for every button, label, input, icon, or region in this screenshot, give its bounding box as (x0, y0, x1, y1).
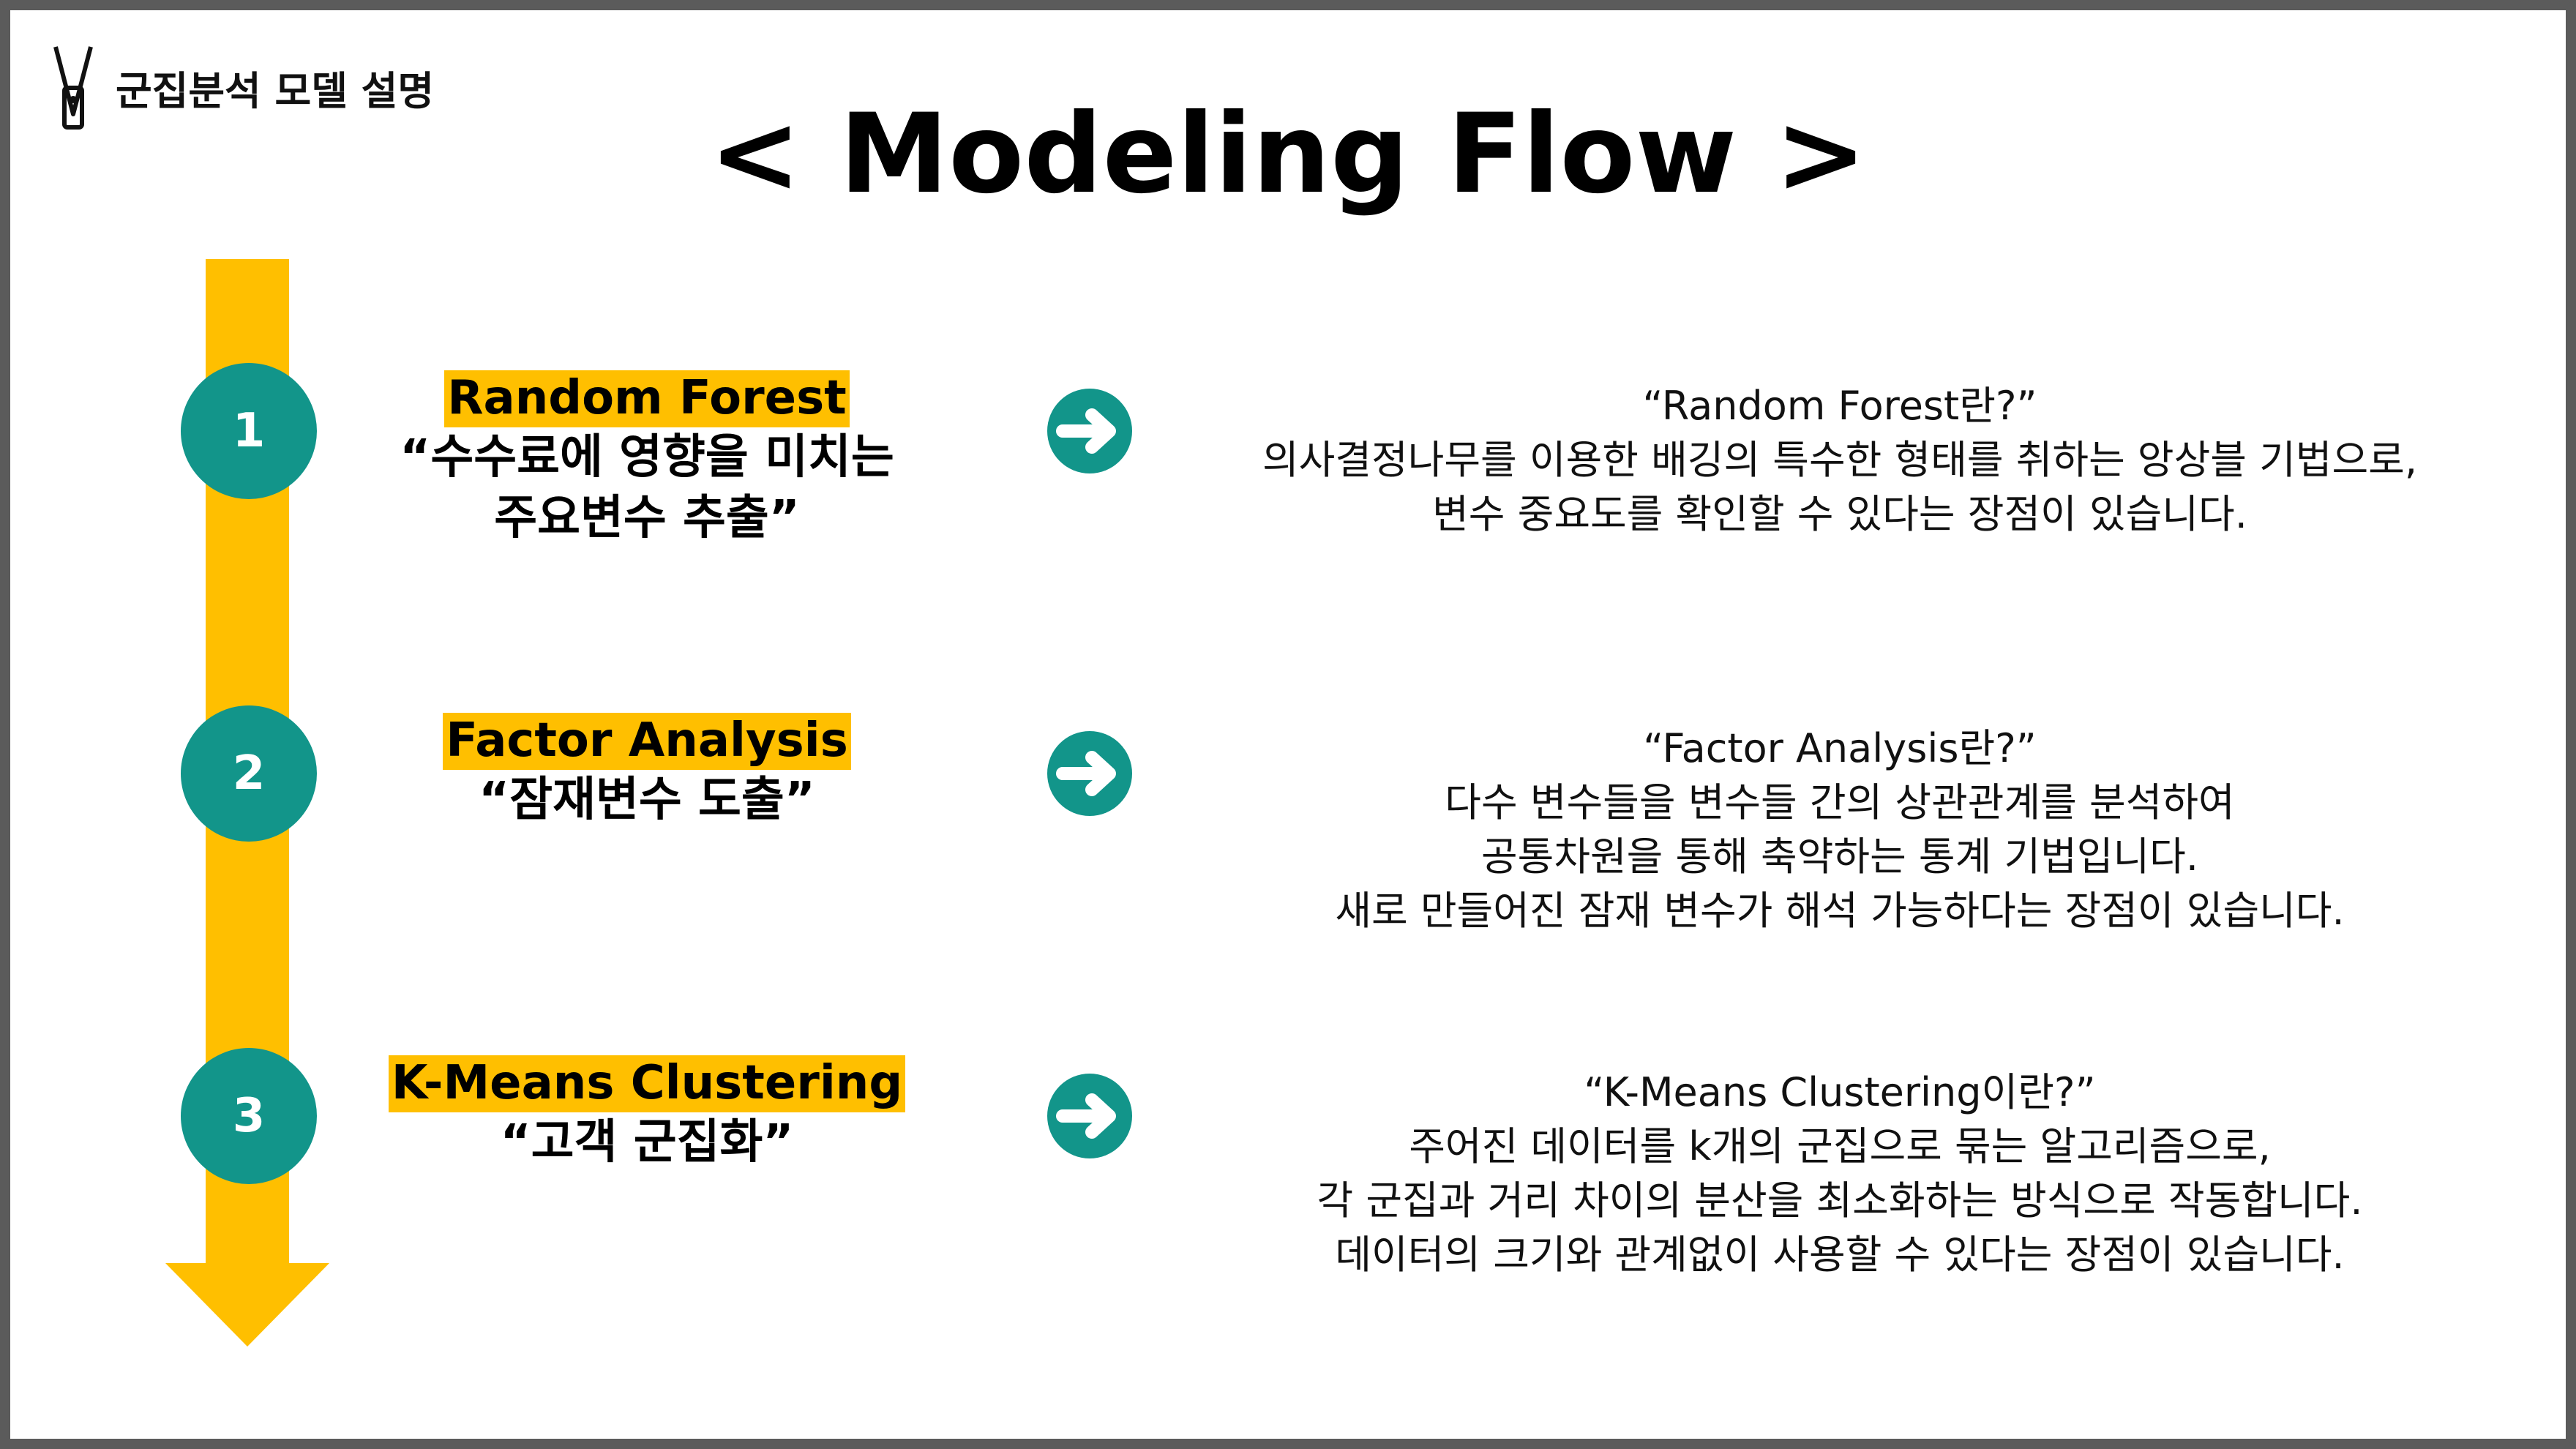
slide: 군집분석 모델 설명 < Modeling Flow > 1 Random Fo… (10, 10, 2566, 1439)
description-heading: “Factor Analysis란?” (1643, 725, 2037, 771)
step-description: “Random Forest란?” 의사결정나무를 이용한 배깅의 특수한 형태… (1181, 379, 2498, 542)
step-subtitle: “수수료에 영향을 미치는 (400, 430, 894, 484)
arrow-right-icon (1047, 1074, 1132, 1158)
step-title-block: Factor Analysis “잠재변수 도출” (325, 713, 969, 831)
description-line: 주어진 데이터를 k개의 군집으로 묶는 알고리즘으로, (1409, 1123, 2271, 1169)
step-subtitle: “잠재변수 도출” (479, 772, 815, 827)
step-name: Factor Analysis (443, 713, 851, 770)
arrow-right-icon (1047, 731, 1132, 816)
clothespin-icon (53, 46, 93, 130)
header: 군집분석 모델 설명 (51, 40, 434, 135)
step-subtitle: 주요변수 추출” (494, 490, 800, 545)
description-line: 다수 변수들을 변수들 간의 상관관계를 분석하여 (1445, 779, 2235, 825)
step-number-badge: 1 (181, 363, 317, 499)
step-description: “K-Means Clustering이란?” 주어진 데이터를 k개의 군집으… (1181, 1066, 2498, 1282)
description-line: 각 군집과 거리 차이의 분산을 최소화하는 방식으로 작동합니다. (1317, 1177, 2363, 1224)
step-number-badge: 3 (181, 1048, 317, 1184)
step-name: Random Forest (444, 370, 850, 427)
step-description: “Factor Analysis란?” 다수 변수들을 변수들 간의 상관관계를… (1181, 722, 2498, 938)
arrow-right-icon (1047, 389, 1132, 473)
description-line: 의사결정나무를 이용한 배깅의 특수한 형태를 취하는 앙상블 기법으로, (1262, 437, 2418, 483)
step-number-badge: 2 (181, 705, 317, 842)
step-title-block: Random Forest “수수료에 영향을 미치는 주요변수 추출” (325, 370, 969, 549)
description-heading: “K-Means Clustering이란?” (1584, 1069, 2096, 1115)
description-line: 데이터의 크기와 관계없이 사용할 수 있다는 장점이 있습니다. (1335, 1232, 2345, 1278)
description-line: 공통차원을 통해 축약하는 통계 기법입니다. (1480, 834, 2199, 880)
description-heading: “Random Forest란?” (1642, 383, 2037, 429)
description-line: 변수 중요도를 확인할 수 있다는 장점이 있습니다. (1432, 491, 2247, 537)
description-line: 새로 만들어진 잠재 변수가 해석 가능하다는 장점이 있습니다. (1335, 888, 2345, 934)
page-title: < Modeling Flow > (709, 91, 1867, 218)
step-subtitle: “고객 군집화” (500, 1115, 794, 1169)
step-title-block: K-Means Clustering “고객 군집화” (325, 1055, 969, 1173)
step-name: K-Means Clustering (388, 1055, 906, 1112)
section-title: 군집분석 모델 설명 (116, 67, 435, 114)
